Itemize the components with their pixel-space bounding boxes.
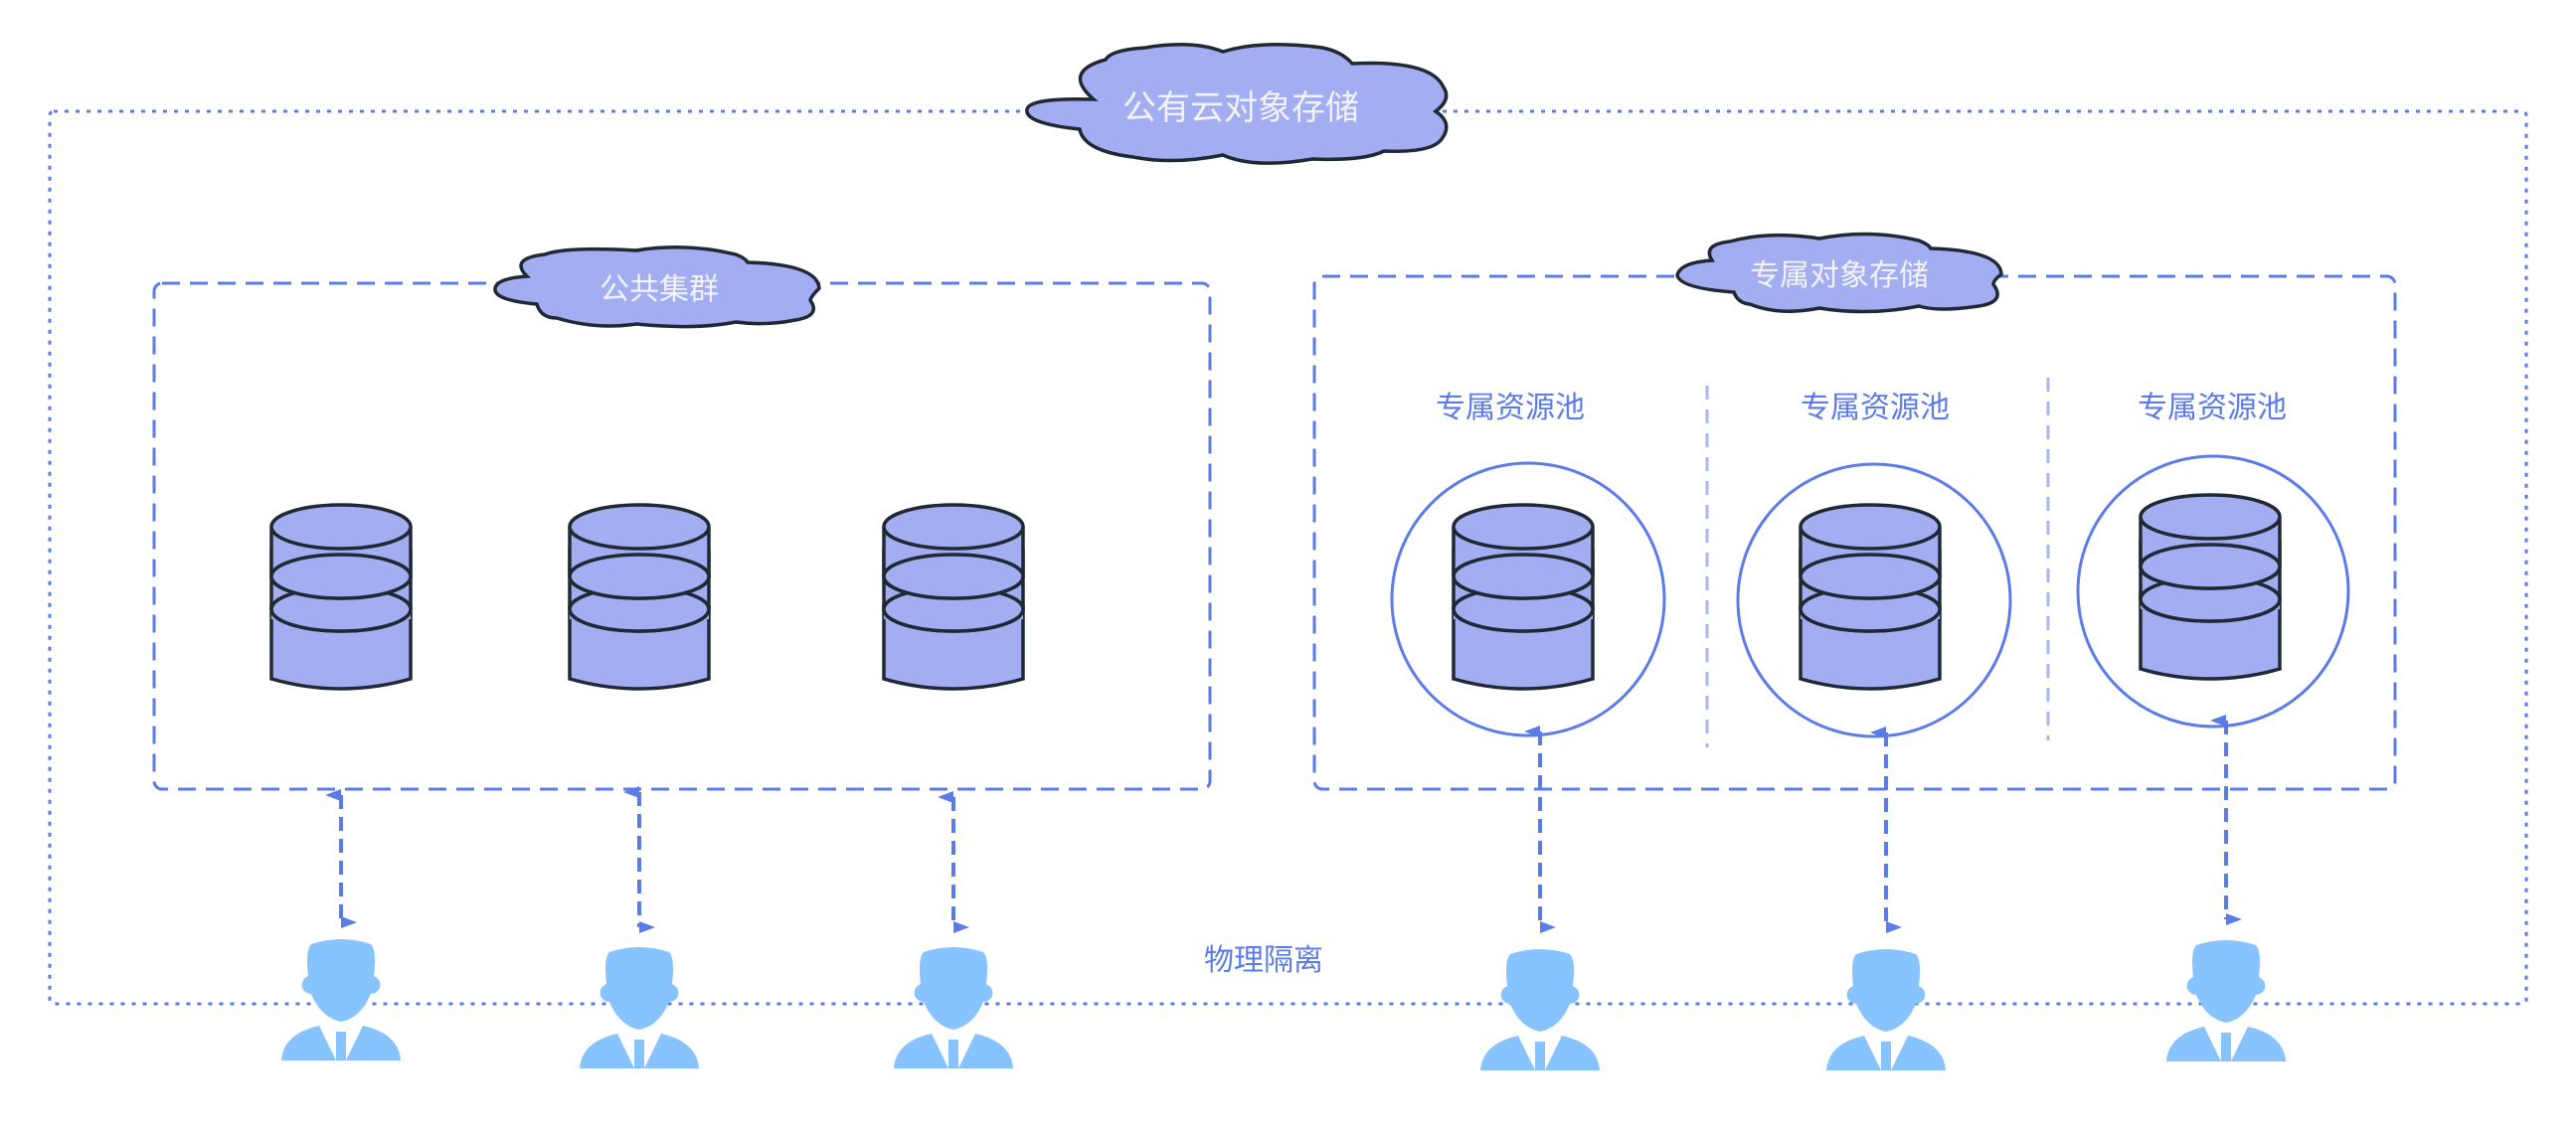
dedicated-pool-1: 专属资源池	[1390, 391, 1666, 737]
user-group-public	[281, 939, 1013, 1068]
pool-label: 专属资源池	[1436, 391, 1585, 425]
database-icon	[882, 503, 1025, 691]
user-icon	[1480, 949, 1600, 1070]
user-icon	[894, 947, 1013, 1068]
database-icon	[269, 503, 413, 691]
user-icon	[1826, 949, 1946, 1070]
public-cloud-title: 公有云对象存储	[1122, 88, 1359, 128]
dedicated-pool-3: 专属资源池	[2076, 391, 2350, 729]
public-cluster-label: 公共集群	[600, 272, 719, 307]
cloud-icon	[1025, 43, 1449, 165]
public-cluster-box	[152, 281, 1212, 791]
pool-label: 专属资源池	[2138, 391, 2287, 425]
user-icon	[580, 947, 699, 1068]
user-group-dedicated	[1480, 940, 2286, 1070]
public-cloud-title-cloud: 公有云对象存储	[1025, 43, 1449, 165]
user-icon	[2166, 940, 2286, 1061]
user-icon	[281, 939, 401, 1060]
database-icon	[2139, 493, 2282, 681]
dedicated-storage-cloud: 专属对象存储	[1675, 232, 2003, 314]
database-icon	[1799, 503, 1942, 691]
physical-isolation-label: 物理隔离	[1204, 943, 1323, 978]
cloud-icon	[1675, 232, 2003, 314]
public-cluster-cloud: 公共集群	[493, 245, 821, 329]
dedicated-pool-2: 专属资源池	[1736, 391, 2012, 738]
cloud-icon	[493, 245, 821, 329]
pool-label: 专属资源池	[1801, 391, 1950, 425]
database-icon	[1452, 503, 1595, 691]
database-icon	[568, 503, 711, 691]
dedicated-storage-label: 专属对象存储	[1750, 258, 1929, 293]
